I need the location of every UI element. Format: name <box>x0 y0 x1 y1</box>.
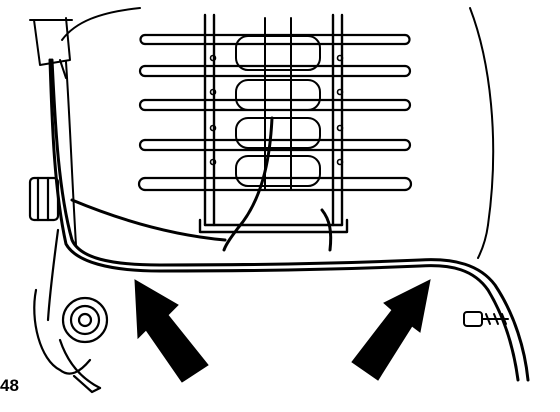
mounting-holes <box>209 54 344 166</box>
seat-back-outline <box>61 7 495 259</box>
wiring-harness <box>48 58 530 382</box>
spring-wires <box>137 33 413 192</box>
right-pointer-arrow-icon <box>351 279 431 381</box>
pointer-arrows <box>134 279 431 383</box>
recliner-mechanism <box>28 176 109 394</box>
figure-number: 48 <box>0 376 19 395</box>
mounting-bolt <box>463 311 509 327</box>
center-pads <box>235 17 321 191</box>
left-pointer-arrow-icon <box>134 279 209 383</box>
seat-frame-rails <box>198 13 349 234</box>
harness-connector <box>29 17 73 79</box>
